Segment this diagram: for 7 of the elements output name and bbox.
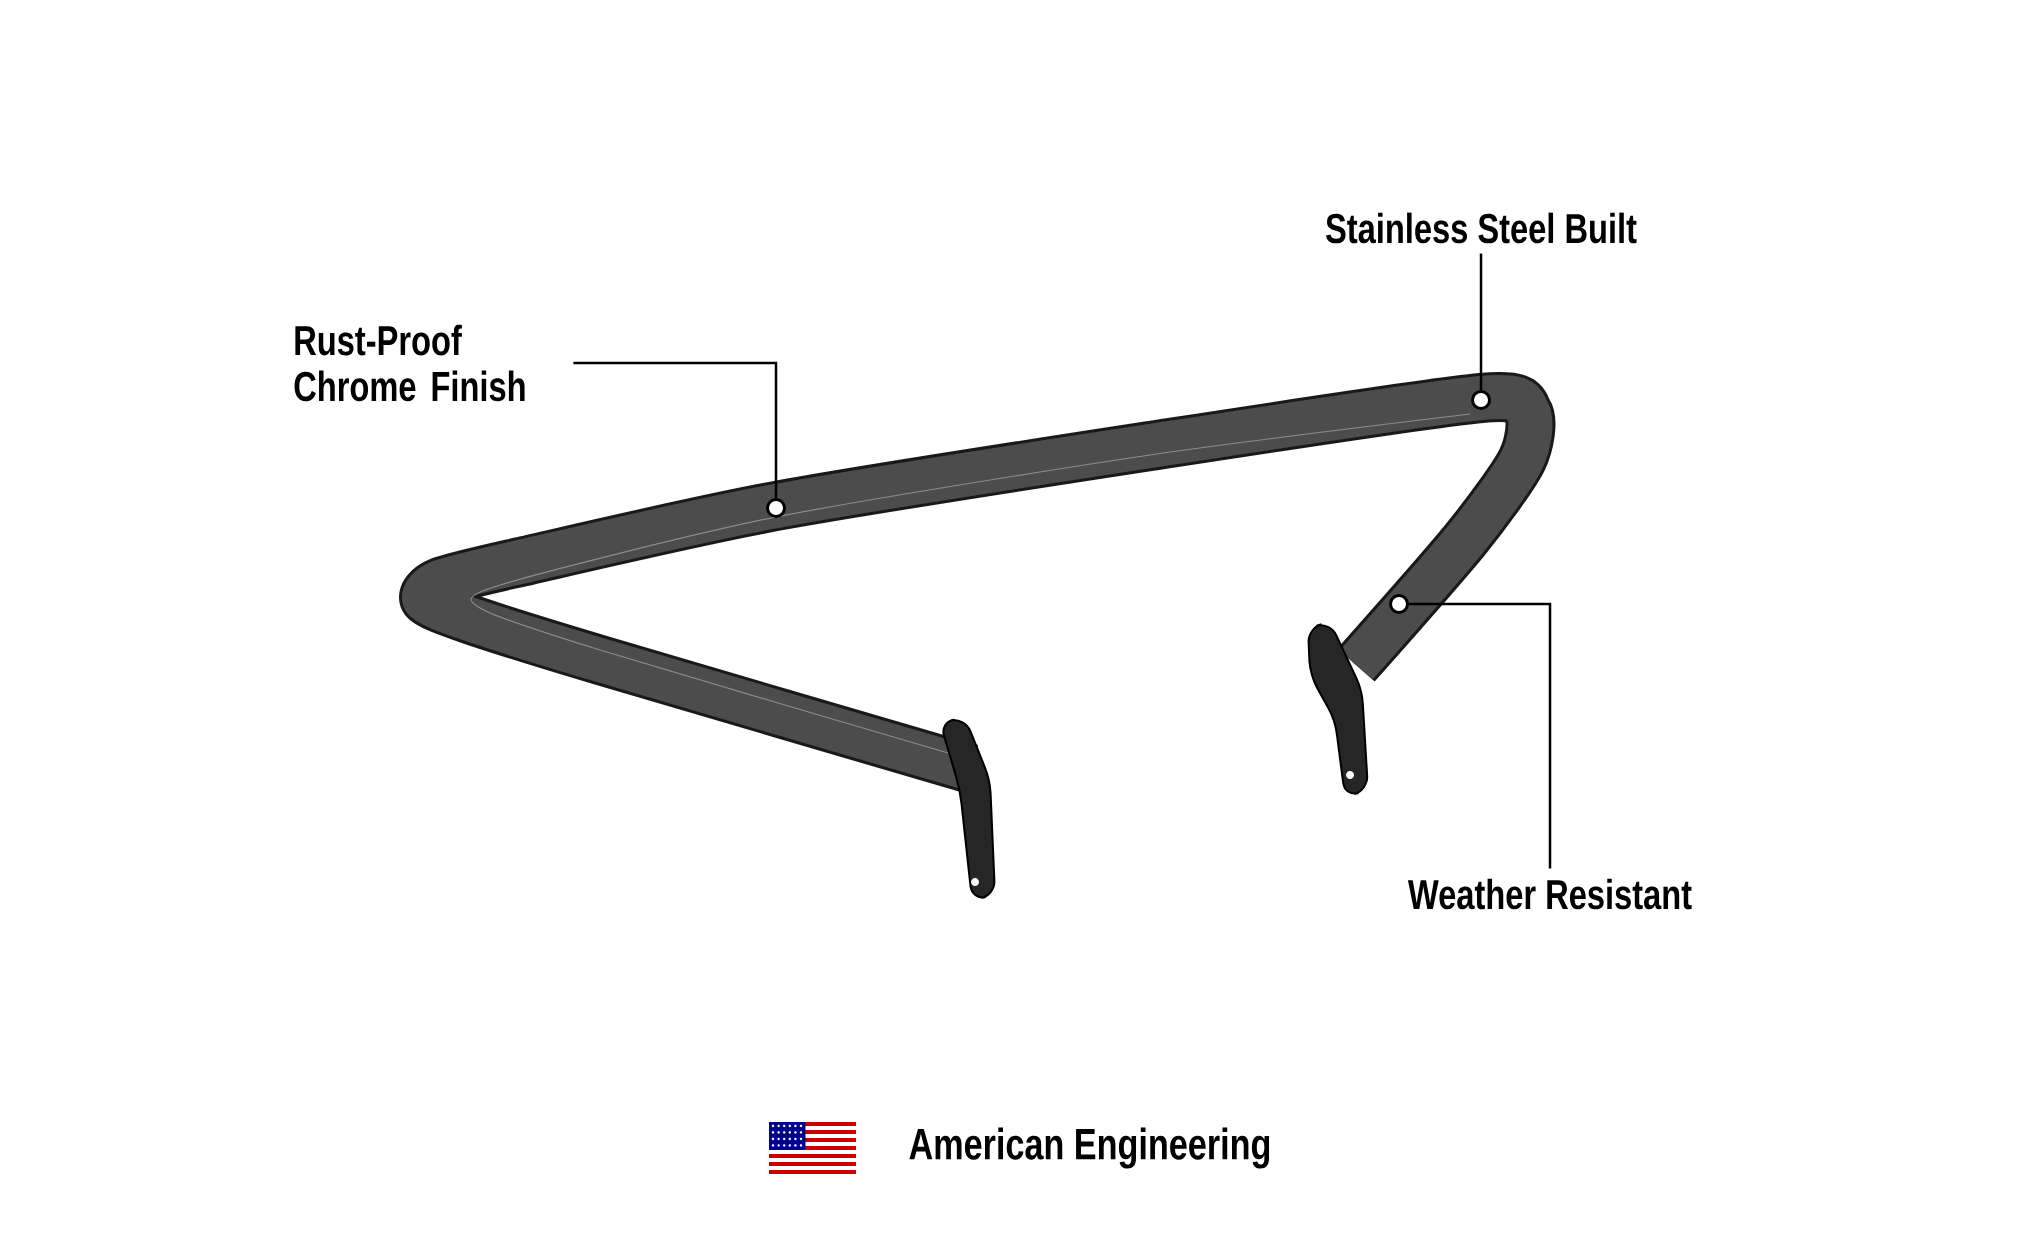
feature-label: Rust-Proof Chrome Finish: [294, 324, 525, 402]
feature-label: Stainless Steel Built: [1325, 212, 1637, 244]
feature-label: Weather Resistant: [1407, 878, 1692, 910]
leader-line: [573, 361, 778, 498]
leader-line: [1409, 602, 1552, 869]
leader-line: [1479, 253, 1483, 390]
footer-text: American Engineering: [909, 1127, 1270, 1169]
